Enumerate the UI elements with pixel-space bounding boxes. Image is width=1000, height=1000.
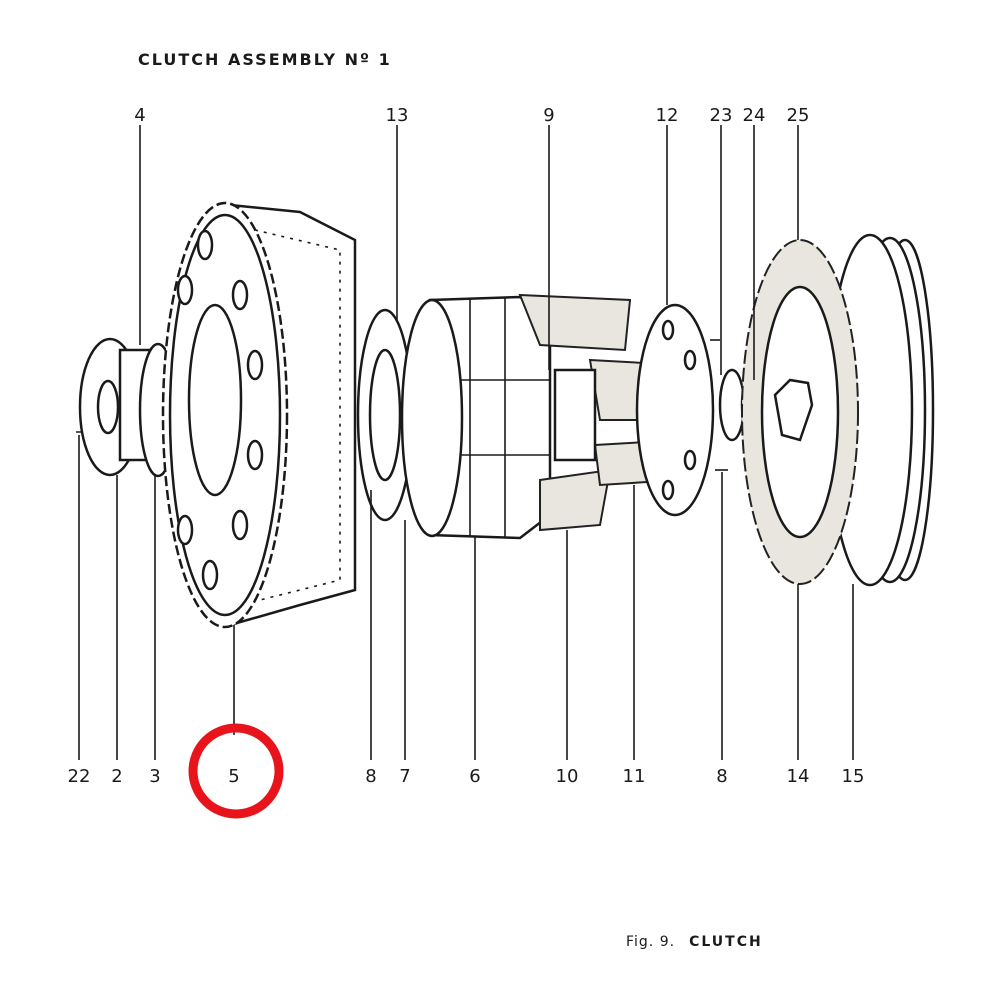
part-2-flange — [78, 337, 152, 477]
label-15: 15 — [842, 766, 865, 787]
part-6-inner-drum — [400, 295, 552, 540]
label-4: 4 — [134, 105, 145, 126]
part-7-pressure-plate — [356, 308, 414, 522]
highlight-circle — [188, 723, 284, 819]
diagram-title: CLUTCH ASSEMBLY Nº 1 — [138, 50, 392, 69]
label-7: 7 — [399, 766, 410, 787]
part-12-plate — [635, 303, 715, 517]
leader-lines — [78, 125, 854, 760]
label-25: 25 — [787, 105, 810, 126]
label-23: 23 — [710, 105, 733, 126]
figure-number: Fig. 9. — [626, 934, 676, 950]
label-24: 24 — [743, 105, 766, 126]
label-2: 2 — [111, 766, 122, 787]
label-8-right: 8 — [716, 766, 727, 787]
figure-name: CLUTCH — [689, 934, 763, 950]
label-14: 14 — [787, 766, 810, 787]
label-6: 6 — [469, 766, 480, 787]
label-8: 8 — [365, 766, 376, 787]
label-9: 9 — [543, 105, 554, 126]
label-13: 13 — [386, 105, 409, 126]
label-12: 12 — [656, 105, 679, 126]
label-11: 11 — [623, 766, 646, 787]
label-3: 3 — [149, 766, 160, 787]
label-5: 5 — [228, 766, 239, 787]
figure-caption: Fig. 9. CLUTCH — [626, 934, 763, 950]
label-22: 22 — [68, 766, 91, 787]
part-14-friction-plate — [741, 239, 859, 585]
part-5-sprocket-basket — [161, 201, 357, 629]
label-10: 10 — [556, 766, 579, 787]
